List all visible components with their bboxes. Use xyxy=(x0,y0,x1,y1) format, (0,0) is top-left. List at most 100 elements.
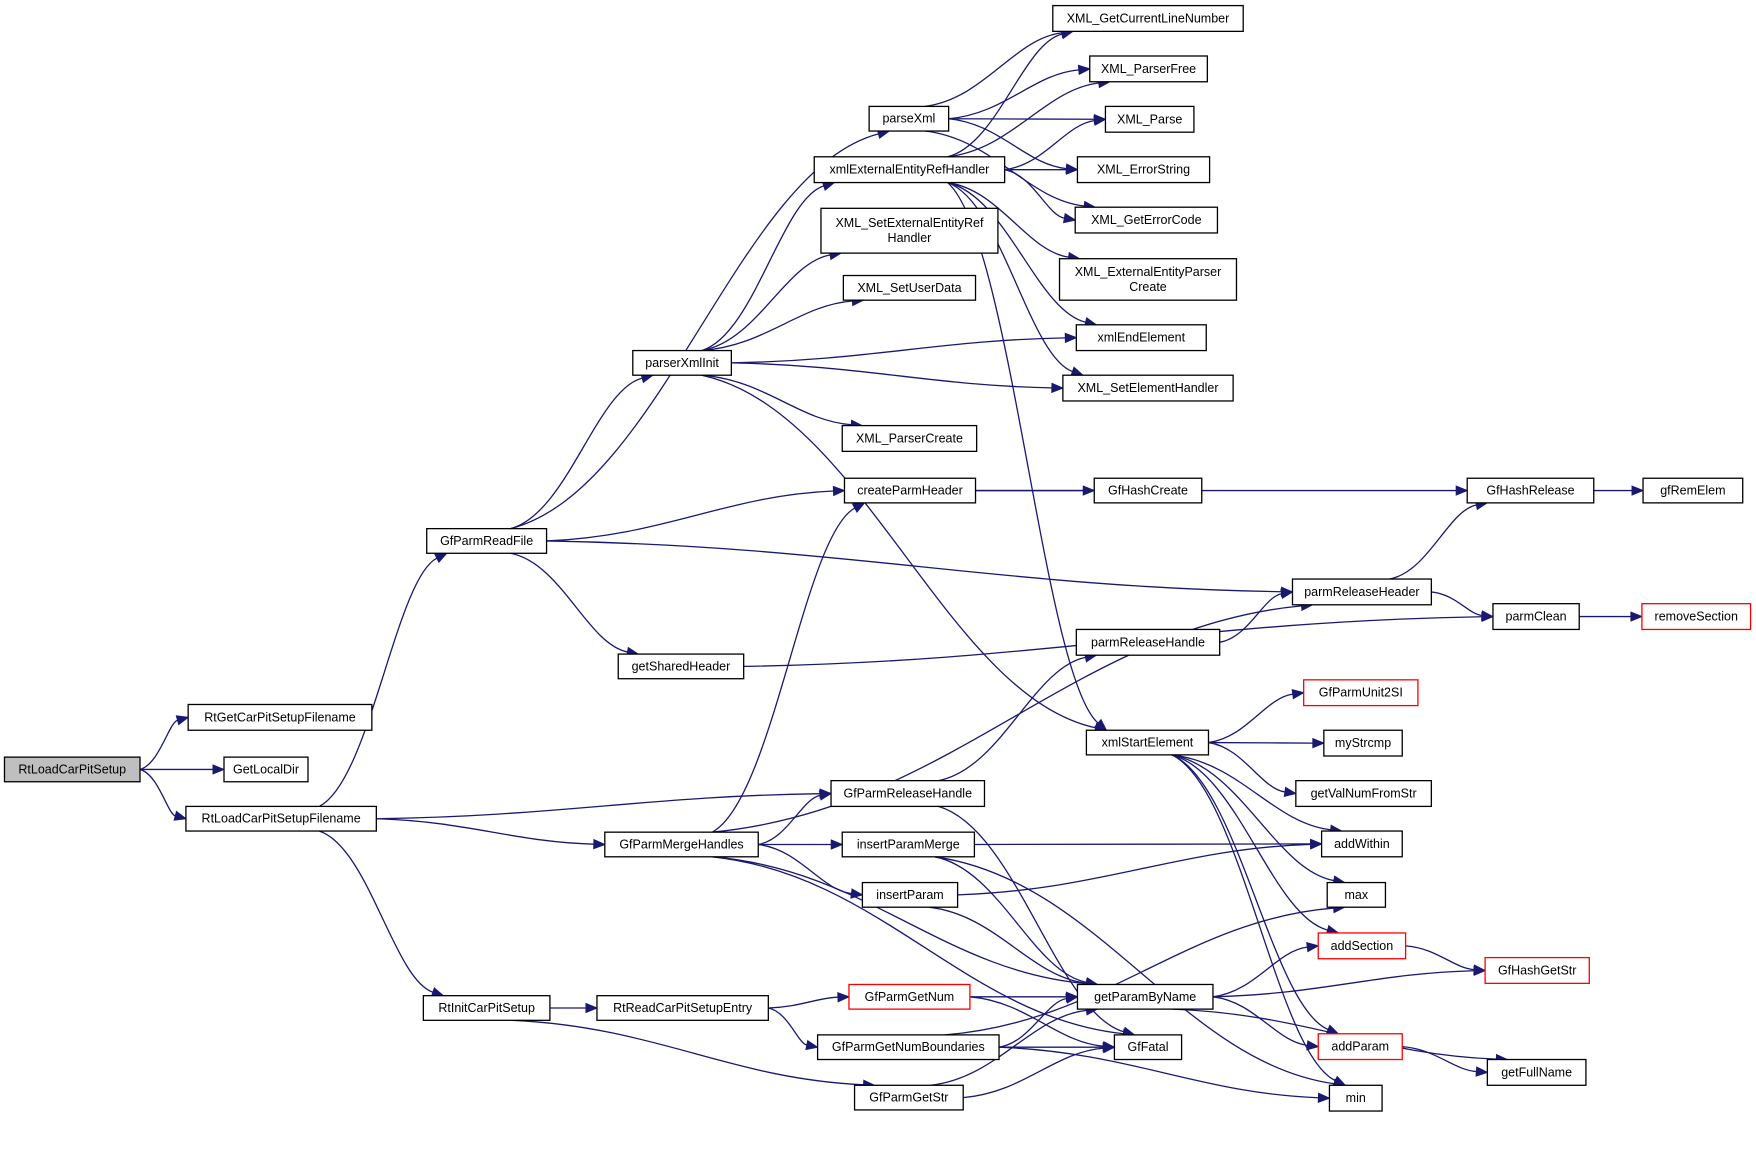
node-parm-release-handle[interactable]: parmReleaseHandle xyxy=(1075,628,1221,656)
node-box xyxy=(841,831,976,858)
node-label: parseXml xyxy=(882,112,935,126)
node-box xyxy=(596,995,769,1021)
node-my-strcmp[interactable]: myStrcmp xyxy=(1323,729,1403,757)
node-gf-parm-merge-handles[interactable]: GfParmMergeHandles xyxy=(604,831,759,858)
node-box xyxy=(1328,1084,1383,1112)
node-xml-start-element[interactable]: xmlStartElement xyxy=(1085,729,1210,756)
node-gf-fatal[interactable]: GfFatal xyxy=(1113,1034,1183,1061)
arrowhead-icon xyxy=(434,552,448,564)
edge-line xyxy=(701,254,831,352)
node-insert-param-merge[interactable]: insertParamMerge xyxy=(841,831,976,858)
edge-line xyxy=(376,818,594,845)
arrowhead-icon xyxy=(593,838,607,850)
node-min[interactable]: min xyxy=(1328,1084,1383,1112)
edge-parm-release-handle-to-parm-release-header xyxy=(1219,588,1294,643)
node-add-param[interactable]: addParam xyxy=(1317,1033,1403,1061)
node-get-param-by-name[interactable]: getParamByName xyxy=(1076,983,1214,1010)
node-box xyxy=(223,756,309,783)
arrowhead-icon xyxy=(1631,485,1645,496)
node-create-parm-header[interactable]: createParmHeader xyxy=(843,477,977,504)
node-label: XML_Parse xyxy=(1117,112,1182,126)
edge-gf-hash-release-to-gf-rem-elem xyxy=(1593,485,1645,496)
node-get-local-dir[interactable]: GetLocalDir xyxy=(223,756,309,783)
edge-line xyxy=(511,1019,864,1086)
node-label: XML_SetExternalEntityRef xyxy=(835,216,984,230)
edge-line xyxy=(1171,754,1336,1082)
node-box xyxy=(841,424,978,453)
node-box xyxy=(1641,603,1752,631)
edge-xml-external-entity-ref-handler-to-xml-error-string xyxy=(1004,164,1079,175)
node-add-within[interactable]: addWithin xyxy=(1320,830,1403,858)
node-box xyxy=(861,881,959,908)
node-add-section[interactable]: addSection xyxy=(1317,932,1407,960)
node-gf-parm-get-num[interactable]: GfParmGetNum xyxy=(848,983,971,1010)
node-gf-parm-read-file[interactable]: GfParmReadFile xyxy=(426,527,548,554)
edge-parser-xml-init-to-xml-end-element xyxy=(731,332,1078,364)
edge-line xyxy=(701,374,852,426)
node-parser-xml-init[interactable]: parserXmlInit xyxy=(632,349,733,376)
node-gf-parm-get-str[interactable]: GfParmGetStr xyxy=(853,1084,964,1111)
arrowhead-icon xyxy=(212,764,226,775)
node-xml-parse[interactable]: XML_Parse xyxy=(1104,105,1195,133)
node-max[interactable]: max xyxy=(1326,881,1387,908)
node-box xyxy=(848,983,971,1010)
node-box xyxy=(617,653,745,680)
node-label: Create xyxy=(1129,280,1167,294)
node-gf-parm-get-num-boundaries[interactable]: GfParmGetNumBoundaries xyxy=(816,1034,1000,1061)
node-xml-set-user-data[interactable]: XML_SetUserData xyxy=(842,274,977,301)
node-box xyxy=(853,1084,964,1111)
node-rt-init-car-pit-setup[interactable]: RtInitCarPitSetup xyxy=(422,995,551,1021)
arrowhead-icon xyxy=(1473,964,1487,975)
node-gf-rem-elem[interactable]: gfRemElem xyxy=(1642,477,1744,504)
node-xml-get-error-code[interactable]: XML_GetErrorCode xyxy=(1074,206,1219,234)
node-xml-get-current-line-number[interactable]: XML_GetCurrentLineNumber xyxy=(1052,4,1244,33)
arrowhead-icon xyxy=(1070,366,1085,377)
node-remove-section[interactable]: removeSection xyxy=(1641,603,1752,631)
node-parm-clean[interactable]: parmClean xyxy=(1492,603,1580,631)
node-box xyxy=(1320,830,1403,858)
edge-line xyxy=(947,181,1073,373)
edge-rt-load-car-pit-setup-filename-to-gf-parm-merge-handles xyxy=(376,818,607,850)
node-xml-parser-create[interactable]: XML_ParserCreate xyxy=(841,424,978,453)
arrowhead-icon xyxy=(1093,115,1107,126)
arrowhead-icon xyxy=(1306,1040,1320,1051)
node-parm-release-header[interactable]: parmReleaseHeader xyxy=(1291,578,1433,606)
edge-gf-parm-get-num-boundaries-to-get-param-by-name xyxy=(998,993,1079,1048)
node-label: GfParmGetStr xyxy=(869,1091,948,1105)
node-gf-hash-create[interactable]: GfHashCreate xyxy=(1093,477,1203,504)
node-gf-hash-get-str[interactable]: GfHashGetStr xyxy=(1484,956,1590,985)
node-get-full-name[interactable]: getFullName xyxy=(1486,1058,1587,1086)
node-rt-load-car-pit-setup[interactable]: RtLoadCarPitSetup xyxy=(3,756,141,783)
edge-xml-external-entity-ref-handler-to-xml-set-element-handler xyxy=(947,181,1085,377)
node-label: parmClean xyxy=(1506,610,1567,624)
node-rt-load-car-pit-setup-filename[interactable]: RtLoadCarPitSetupFilename xyxy=(185,805,377,832)
edge-gf-parm-get-num-boundaries-to-min xyxy=(999,1046,1331,1103)
node-label: GfParmGetNum xyxy=(865,990,955,1004)
edge-gf-parm-get-str-to-gf-fatal xyxy=(963,1042,1116,1099)
node-xml-error-string[interactable]: XML_ErrorString xyxy=(1076,156,1211,184)
node-label: RtLoadCarPitSetupFilename xyxy=(202,812,361,826)
node-xml-end-element[interactable]: xmlEndElement xyxy=(1075,324,1207,352)
node-gf-hash-release[interactable]: GfHashRelease xyxy=(1466,477,1595,504)
node-gf-parm-release-handle[interactable]: GfParmReleaseHandle xyxy=(830,779,986,808)
node-rt-read-car-pit-setup-entry[interactable]: RtReadCarPitSetupEntry xyxy=(596,995,769,1021)
node-get-shared-header[interactable]: getSharedHeader xyxy=(617,653,745,680)
edge-line xyxy=(948,118,1067,170)
edge-line xyxy=(938,805,1125,1033)
node-gf-parm-unit2-si[interactable]: GfParmUnit2SI xyxy=(1303,679,1419,707)
edge-get-param-by-name-to-add-param xyxy=(1212,996,1320,1051)
node-xml-parser-free[interactable]: XML_ParserFree xyxy=(1089,55,1209,83)
node-label: addSection xyxy=(1331,939,1394,953)
node-parse-xml[interactable]: parseXml xyxy=(868,105,950,132)
edge-line xyxy=(1171,754,1334,882)
node-label: XML_ParserCreate xyxy=(856,431,963,445)
node-xml-external-entity-ref-handler[interactable]: xmlExternalEntityRefHandler xyxy=(813,156,1006,184)
node-rt-get-car-pit-setup-filename[interactable]: RtGetCarPitSetupFilename xyxy=(187,703,373,731)
node-get-val-num-from-str[interactable]: getValNumFromStr xyxy=(1295,779,1433,808)
node-xml-set-element-handler[interactable]: XML_SetElementHandler xyxy=(1062,374,1234,402)
node-label: getParamByName xyxy=(1094,990,1196,1004)
node-insert-param[interactable]: insertParam xyxy=(861,881,959,908)
node-label: GetLocalDir xyxy=(233,762,299,776)
